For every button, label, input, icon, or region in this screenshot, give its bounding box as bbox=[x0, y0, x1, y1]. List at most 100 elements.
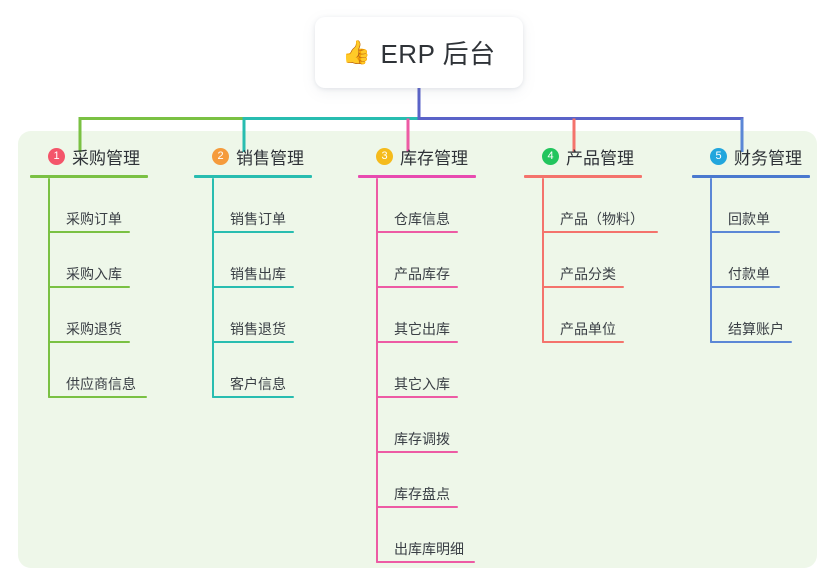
column-3: 3 库存管理仓库信息产品库存其它出库其它入库库存调拨库存盘点出库库明细 bbox=[358, 143, 476, 563]
leaf-node[interactable]: 销售出库 bbox=[194, 233, 312, 288]
leaf-node[interactable]: 产品分类 bbox=[524, 233, 644, 288]
column-spine bbox=[376, 178, 378, 563]
column-5: 5 财务管理回款单付款单结算账户 bbox=[692, 143, 810, 343]
leaf-underline bbox=[212, 231, 294, 233]
leaf-underline bbox=[376, 286, 458, 288]
badge-number-icon: 3 bbox=[376, 147, 393, 165]
leaf-node[interactable]: 供应商信息 bbox=[30, 343, 148, 398]
root-title-text: ERP 后台 bbox=[380, 39, 496, 69]
leaf-list: 采购订单采购入库采购退货供应商信息 bbox=[30, 178, 148, 398]
leaf-underline bbox=[376, 341, 458, 343]
column-rule bbox=[194, 175, 312, 178]
leaf-label: 其它出库 bbox=[394, 321, 450, 337]
leaf-underline bbox=[542, 231, 658, 233]
column-title: 库存管理 bbox=[400, 148, 468, 168]
leaf-label: 产品分类 bbox=[560, 266, 616, 282]
leaf-underline bbox=[212, 286, 294, 288]
leaf-label: 结算账户 bbox=[728, 321, 784, 337]
leaf-label: 仓库信息 bbox=[394, 211, 450, 227]
leaf-underline bbox=[48, 286, 130, 288]
leaf-underline bbox=[710, 231, 780, 233]
leaf-list: 销售订单销售出库销售退货客户信息 bbox=[194, 178, 312, 398]
leaf-underline bbox=[212, 396, 294, 398]
column-spine bbox=[710, 178, 712, 343]
leaf-node[interactable]: 销售订单 bbox=[194, 178, 312, 233]
leaf-label: 产品（物料） bbox=[560, 211, 644, 227]
leaf-label: 客户信息 bbox=[230, 376, 286, 392]
leaf-label: 产品单位 bbox=[560, 321, 616, 337]
leaf-label: 销售订单 bbox=[230, 211, 286, 227]
column-header-5[interactable]: 5 财务管理 bbox=[692, 143, 810, 169]
leaf-node[interactable]: 采购退货 bbox=[30, 288, 148, 343]
leaf-node[interactable]: 其它出库 bbox=[358, 288, 476, 343]
leaf-node[interactable]: 采购入库 bbox=[30, 233, 148, 288]
leaf-underline bbox=[212, 341, 294, 343]
column-rule bbox=[524, 175, 642, 178]
leaf-label: 库存调拨 bbox=[394, 431, 450, 447]
thumbs-up-icon: 👍 bbox=[342, 39, 372, 65]
column-title: 财务管理 bbox=[734, 148, 802, 168]
badge-number-icon: 5 bbox=[710, 147, 727, 165]
leaf-node[interactable]: 其它入库 bbox=[358, 343, 476, 398]
leaf-underline bbox=[376, 231, 458, 233]
leaf-underline bbox=[376, 451, 458, 453]
leaf-underline bbox=[376, 561, 475, 563]
leaf-label: 销售出库 bbox=[230, 266, 286, 282]
column-header-2[interactable]: 2 销售管理 bbox=[194, 143, 312, 169]
column-title: 产品管理 bbox=[566, 148, 634, 168]
column-title: 采购管理 bbox=[72, 148, 140, 168]
leaf-node[interactable]: 回款单 bbox=[692, 178, 810, 233]
root-title: 👍 ERP 后台 bbox=[342, 34, 495, 71]
leaf-label: 采购入库 bbox=[66, 266, 122, 282]
column-title: 销售管理 bbox=[236, 148, 304, 168]
column-header-4[interactable]: 4 产品管理 bbox=[524, 143, 644, 169]
diagram-panel bbox=[18, 131, 817, 568]
leaf-label: 产品库存 bbox=[394, 266, 450, 282]
leaf-node[interactable]: 客户信息 bbox=[194, 343, 312, 398]
leaf-node[interactable]: 产品单位 bbox=[524, 288, 644, 343]
leaf-label: 采购订单 bbox=[66, 211, 122, 227]
column-rule bbox=[358, 175, 476, 178]
column-spine bbox=[48, 178, 50, 398]
column-spine bbox=[542, 178, 544, 343]
leaf-underline bbox=[48, 341, 130, 343]
badge-number-icon: 4 bbox=[542, 147, 559, 165]
leaf-underline bbox=[710, 341, 792, 343]
leaf-node[interactable]: 仓库信息 bbox=[358, 178, 476, 233]
leaf-node[interactable]: 结算账户 bbox=[692, 288, 810, 343]
leaf-label: 出库库明细 bbox=[394, 541, 464, 557]
leaf-underline bbox=[542, 341, 624, 343]
leaf-underline bbox=[542, 286, 624, 288]
leaf-label: 供应商信息 bbox=[66, 376, 136, 392]
badge-number-icon: 2 bbox=[212, 147, 229, 165]
column-2: 2 销售管理销售订单销售出库销售退货客户信息 bbox=[194, 143, 312, 398]
root-node[interactable]: 👍 ERP 后台 bbox=[315, 17, 523, 88]
leaf-node[interactable]: 销售退货 bbox=[194, 288, 312, 343]
leaf-underline bbox=[376, 396, 458, 398]
leaf-label: 销售退货 bbox=[230, 321, 286, 337]
leaf-list: 产品（物料） 产品分类产品单位 bbox=[524, 178, 658, 343]
leaf-node[interactable]: 付款单 bbox=[692, 233, 810, 288]
leaf-node[interactable]: 库存盘点 bbox=[358, 453, 476, 508]
leaf-underline bbox=[48, 231, 130, 233]
leaf-label: 其它入库 bbox=[394, 376, 450, 392]
leaf-list: 回款单付款单结算账户 bbox=[692, 178, 810, 343]
leaf-node[interactable]: 库存调拨 bbox=[358, 398, 476, 453]
leaf-label: 库存盘点 bbox=[394, 486, 450, 502]
leaf-node[interactable]: 产品库存 bbox=[358, 233, 476, 288]
leaf-label: 回款单 bbox=[728, 211, 770, 227]
column-rule bbox=[30, 175, 148, 178]
leaf-underline bbox=[710, 286, 780, 288]
column-rule bbox=[692, 175, 810, 178]
column-spine bbox=[212, 178, 214, 398]
column-header-3[interactable]: 3 库存管理 bbox=[358, 143, 476, 169]
leaf-node[interactable]: 出库库明细 bbox=[358, 508, 476, 563]
leaf-list: 仓库信息产品库存其它出库其它入库库存调拨库存盘点出库库明细 bbox=[358, 178, 476, 563]
leaf-node[interactable]: 产品（物料） bbox=[524, 178, 658, 233]
leaf-underline bbox=[48, 396, 147, 398]
leaf-node[interactable]: 采购订单 bbox=[30, 178, 148, 233]
leaf-underline bbox=[376, 506, 458, 508]
leaf-label: 付款单 bbox=[728, 266, 770, 282]
